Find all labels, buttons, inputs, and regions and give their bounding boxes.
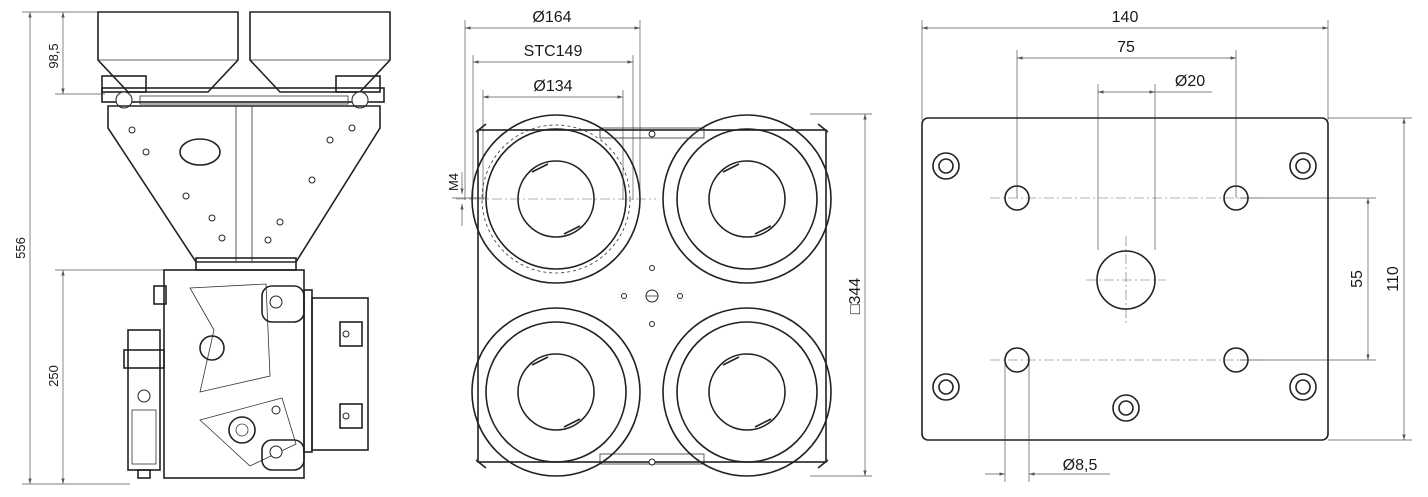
dim-side-lower: 250 [46,365,61,387]
dim-top-inner: Ø134 [533,78,572,95]
dim-top-thread: M4 [446,173,461,191]
side-view: 98,5 556 250 [13,11,391,485]
dim-flange-width: 140 [1112,9,1139,26]
ring-unit-top-right [662,114,832,284]
dim-top-square: □344 [847,278,864,314]
dim-side-total: 556 [13,237,28,259]
dim-top-stc: STC149 [524,43,583,60]
dim-side-top: 98,5 [46,43,61,68]
dim-top-outer: Ø164 [532,9,571,26]
dim-flange-hole: Ø20 [1175,73,1205,90]
dim-flange-bolt: 75 [1117,39,1135,56]
dim-flange-height: 110 [1385,266,1402,292]
top-view: Ø164 STC149 Ø134 M4 □344 [446,9,872,477]
dim-flange-small-hole: Ø8,5 [1063,457,1098,474]
dim-flange-bolt-v: 55 [1349,270,1366,288]
flange-view: 140 75 Ø20 110 55 Ø8,5 [921,9,1412,482]
ring-unit-bottom-right [662,307,832,477]
ring-unit-bottom-left [471,307,641,477]
ring-unit-top-left [456,114,656,284]
